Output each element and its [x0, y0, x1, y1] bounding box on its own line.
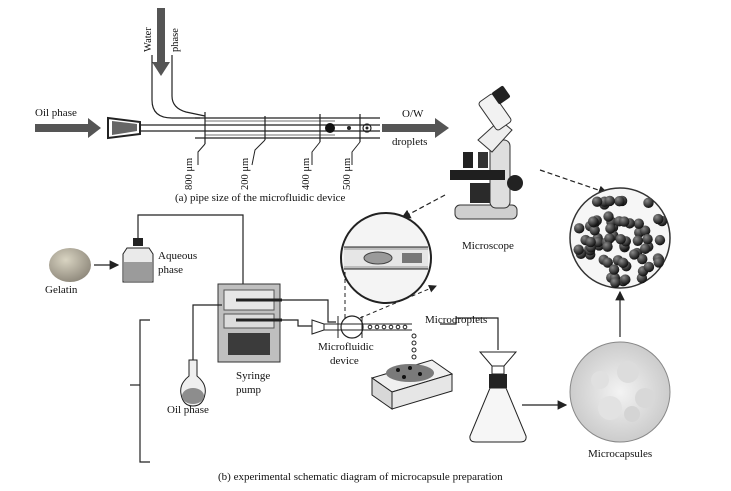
- water-phase-label-2: phase: [170, 28, 181, 52]
- droplet-icon: [347, 126, 351, 130]
- microcapsule-bead: [615, 233, 626, 245]
- microcapsule-bead: [591, 196, 603, 207]
- arrow-to-micrograph: [539, 169, 609, 195]
- device-droplet: [395, 324, 401, 330]
- syringe-pump: [217, 283, 282, 363]
- oil-phase-flask: [180, 359, 206, 407]
- microcapsule-bead: [619, 216, 630, 227]
- aqueous-phase-bottle: [122, 238, 154, 283]
- microcapsule-bead: [574, 223, 585, 234]
- water-phase-arrow: [152, 8, 170, 76]
- output-arrow: [382, 118, 449, 138]
- microcapsule-bead: [653, 213, 664, 225]
- device-droplet: [388, 324, 394, 330]
- device-droplet: [381, 324, 387, 330]
- filter-flask: [469, 351, 527, 443]
- droplets-label: droplets: [392, 136, 428, 148]
- oil-phase-arrow: [35, 118, 101, 138]
- falling-droplet: [411, 347, 417, 353]
- microscope-illustration: [450, 86, 523, 220]
- microcapsule-bead: [629, 249, 640, 260]
- microcapsule-bead: [653, 257, 664, 268]
- falling-droplet: [411, 333, 417, 339]
- forming-droplet: [325, 123, 335, 133]
- oil-phase-label-b: Oil phase: [167, 404, 209, 416]
- gelatin-image: [49, 248, 91, 282]
- microcapsule-bead: [589, 225, 600, 236]
- device-droplets: [367, 324, 408, 330]
- microcapsule-bead: [573, 244, 584, 255]
- microscope-label: Microscope: [462, 240, 514, 252]
- aqueous-label-1: Aqueous: [158, 250, 198, 262]
- falling-droplet: [411, 354, 417, 360]
- microcapsule-bead: [587, 216, 599, 227]
- microcapsule-bead: [610, 277, 621, 288]
- microcapsule-bead: [632, 235, 644, 246]
- droplet-zoom-view: [340, 212, 432, 304]
- left-bracket: [139, 319, 150, 463]
- microcapsule-bead: [585, 236, 596, 248]
- droplet-ring-icon: [362, 123, 372, 133]
- water-phase-line2: phase: [170, 28, 181, 52]
- microdroplets-label: Microdroplets: [425, 314, 488, 326]
- syringe-label-1: Syringe: [236, 370, 271, 382]
- gelatin-label: Gelatin: [45, 284, 78, 296]
- microcapsule-bead: [637, 253, 648, 265]
- microcapsule-bead: [642, 234, 653, 245]
- device-droplet: [367, 324, 373, 330]
- microcapsule-bead: [614, 195, 625, 207]
- device-droplet: [402, 324, 408, 330]
- syringe-label-2: pump: [236, 384, 262, 396]
- microcapsule-bead: [603, 211, 614, 222]
- microcapsule-bead: [604, 195, 615, 207]
- microcapsule-bead: [639, 225, 651, 236]
- microcapsule-bead: [633, 218, 645, 229]
- microcapsule-bead: [640, 243, 651, 254]
- caption-a: (a) pipe size of the microfluidic device: [175, 192, 346, 204]
- water-phase-line1: Water: [143, 27, 154, 52]
- microcapsule-bead: [602, 241, 613, 252]
- microcapsule-bead: [654, 234, 666, 246]
- microcapsules-photo: [569, 341, 671, 443]
- falling-droplet: [411, 340, 417, 346]
- microcapsule-bead: [604, 233, 615, 244]
- microcapsule-bead: [617, 257, 629, 269]
- device-label-1: Microfluidic: [318, 341, 374, 353]
- arrow-to-zoom: [400, 194, 446, 219]
- falling-droplets: [411, 333, 417, 360]
- device-label-2: device: [330, 355, 359, 367]
- water-phase-label: Water: [143, 27, 154, 52]
- microcapsule-bead: [643, 197, 654, 209]
- oil-phase-label-a: Oil phase: [35, 107, 77, 119]
- ow-label: O/W: [402, 108, 424, 120]
- collection-dish: [370, 359, 454, 410]
- microcapsules-label: Microcapsules: [588, 448, 653, 460]
- dim-200: 200 μm: [240, 157, 251, 190]
- caption-b: (b) experimental schematic diagram of mi…: [218, 471, 503, 483]
- dim-400: 400 μm: [301, 157, 312, 190]
- aqueous-label-2: phase: [158, 264, 184, 276]
- pipe-schematic: [35, 8, 449, 166]
- microcapsule-bead: [602, 257, 613, 268]
- dim-500: 500 μm: [342, 157, 353, 190]
- microcapsule-bead: [620, 274, 631, 285]
- microfluidic-device: [311, 315, 412, 339]
- microcapsule-bead: [605, 223, 616, 234]
- microcapsule-micrograph: [569, 187, 671, 289]
- device-droplet: [374, 324, 380, 330]
- microcapsule-bead: [608, 264, 620, 275]
- dim-800: 800 μm: [184, 157, 195, 190]
- microcapsule-bead: [643, 261, 655, 273]
